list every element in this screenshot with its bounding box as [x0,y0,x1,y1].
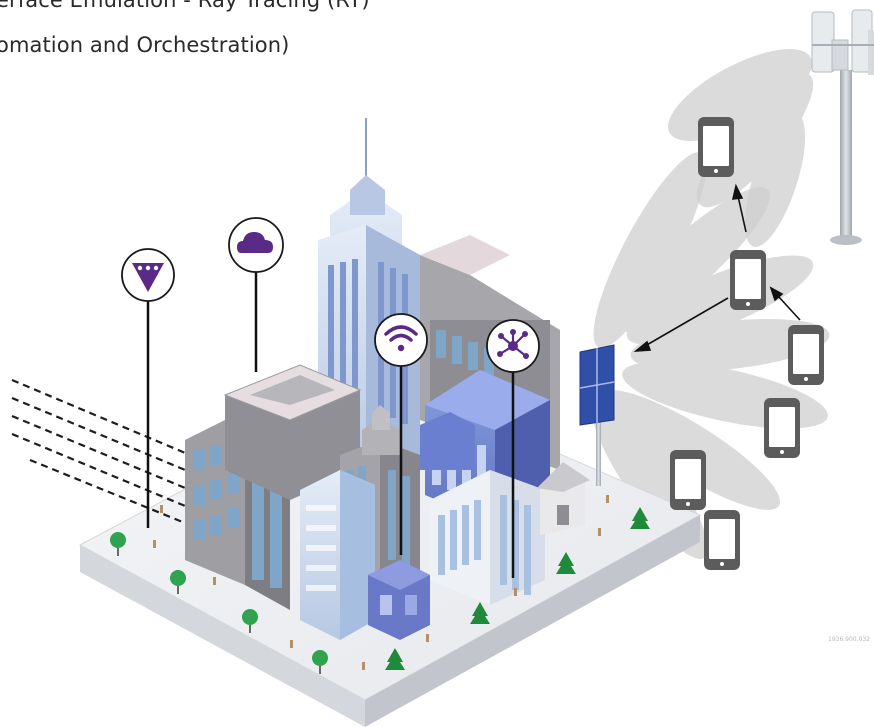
smartphones [670,117,824,570]
smartphone-icon [788,325,824,385]
header-line-1: erface Emulation - Ray Tracing (RT) [0,0,370,12]
header-line-2: omation and Orchestration) [0,33,290,57]
wifi-icon [374,313,428,367]
people [153,495,609,670]
beam [744,113,806,247]
buildings [185,118,590,640]
arrows [633,183,801,352]
cloud-icon [228,217,284,273]
pin-lines [146,272,515,578]
beam [626,255,814,345]
dashed-signal-lines [11,378,191,527]
smartphone-icon [698,117,734,177]
smartphone-icon [704,510,740,570]
trees [110,507,650,674]
viavi-logo-icon [121,248,175,302]
smartphone-icon [764,398,800,458]
smartphone-icon [670,450,706,510]
cell-tower-icon [811,9,874,245]
antenna-panel-icon [579,344,615,486]
part-number: 1936.900.032 [828,636,870,643]
smartphone-icon [730,250,766,310]
network-hub-icon [486,319,540,373]
beam [610,187,770,333]
beam [630,318,830,372]
